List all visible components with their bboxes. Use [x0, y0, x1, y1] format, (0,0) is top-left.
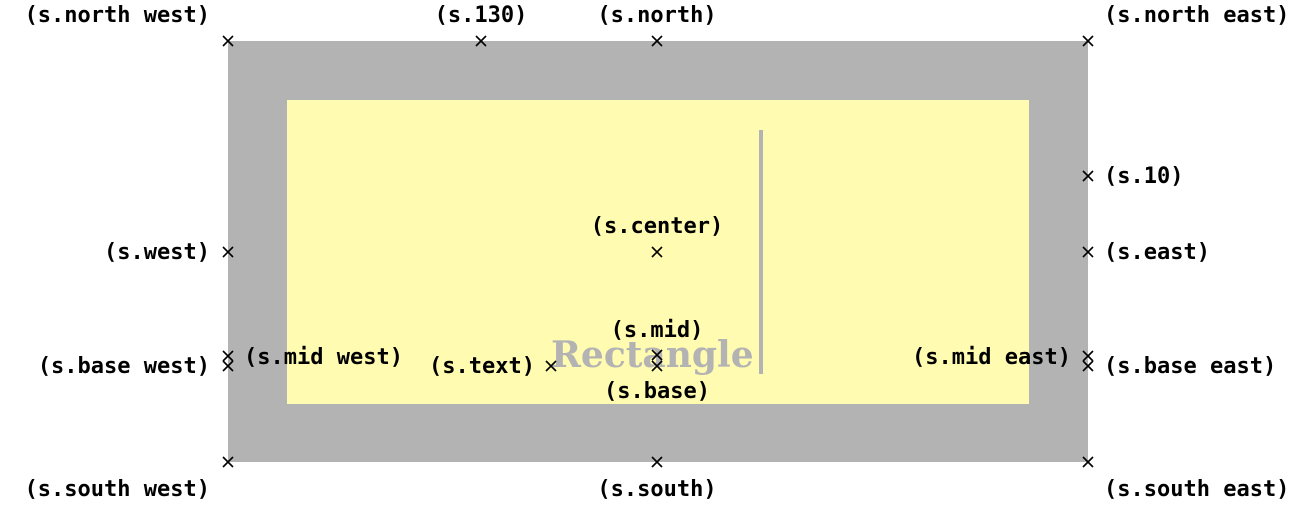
anchor-marker-north-west — [221, 34, 235, 48]
anchor-label-base: (s.base) — [604, 379, 710, 404]
anchor-label-text: (s.text) — [429, 354, 535, 379]
anchor-marker-base-east — [1081, 359, 1095, 373]
anchor-marker-10 — [1081, 169, 1095, 183]
anchor-marker-north-east — [1081, 34, 1095, 48]
anchor-marker-north — [650, 34, 664, 48]
anchor-marker-mid — [650, 348, 664, 362]
shape-text: Rectangle — [551, 334, 754, 376]
anchor-label-center: (s.center) — [590, 214, 724, 239]
anchor-label-south-west: (s.south west) — [24, 477, 210, 502]
anchor-label-base-east: (s.base east) — [1104, 354, 1277, 379]
anchor-label-south-east: (s.south east) — [1104, 477, 1290, 502]
anchor-marker-mid-west — [221, 349, 235, 363]
anchor-marker-west — [221, 245, 235, 259]
anchor-marker-text — [544, 359, 558, 373]
anchor-marker-base — [650, 359, 664, 373]
anchor-marker-base-west — [221, 359, 235, 373]
anchor-label-mid-west: (s.mid west) — [244, 345, 403, 370]
anchor-label-north-east: (s.north east) — [1104, 3, 1290, 28]
anchor-marker-south-west — [221, 455, 235, 469]
anchor-label-north-west: (s.north west) — [24, 3, 210, 28]
anchor-label-130: (s.130) — [434, 3, 528, 28]
anchor-marker-south-east — [1081, 455, 1095, 469]
anchor-label-north: (s.north) — [597, 3, 717, 28]
anchor-marker-130 — [474, 34, 488, 48]
anchor-label-mid-east: (s.mid east) — [912, 345, 1071, 370]
anchor-marker-east — [1081, 245, 1095, 259]
anchor-marker-center — [650, 245, 664, 259]
anchor-marker-mid-east — [1081, 349, 1095, 363]
anchor-label-mid: (s.mid) — [610, 318, 704, 343]
anchor-label-10: (s.10) — [1104, 164, 1184, 189]
anchor-label-base-west: (s.base west) — [37, 354, 210, 379]
vertical-line — [759, 130, 763, 374]
anchor-label-west: (s.west) — [104, 240, 210, 265]
anchor-marker-south — [650, 455, 664, 469]
anchor-label-east: (s.east) — [1104, 240, 1210, 265]
anchor-label-south: (s.south) — [597, 477, 717, 502]
